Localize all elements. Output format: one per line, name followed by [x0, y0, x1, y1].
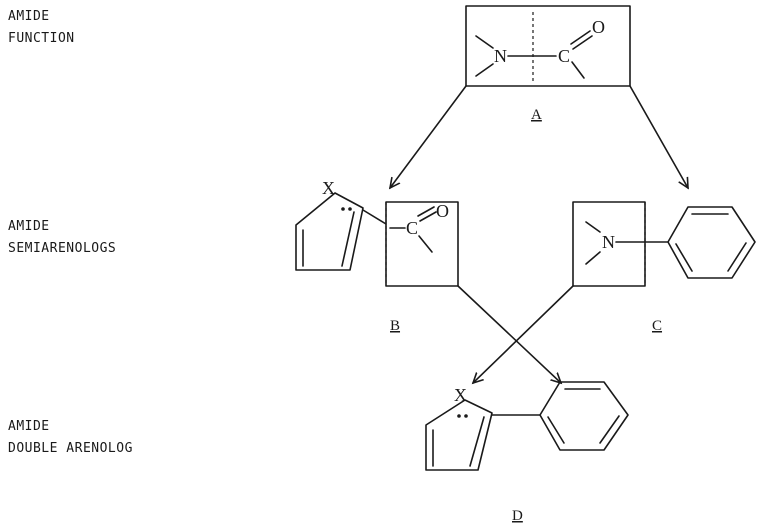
- arrow-a-to-b: [390, 85, 467, 188]
- bond-line: [585, 221, 601, 233]
- structure-a: N C O A: [465, 5, 631, 123]
- lone-pair-dot: [348, 207, 352, 211]
- bond-line: [362, 209, 387, 225]
- double-bond-line: [419, 211, 437, 222]
- lone-pair-dot: [341, 207, 345, 211]
- double-bond-line: [572, 35, 593, 50]
- structure-b: X C O B: [295, 178, 459, 334]
- bond-line: [585, 251, 601, 265]
- double-bond-line: [341, 211, 355, 267]
- structure-tag-d: D: [512, 508, 523, 524]
- double-bond-line: [599, 415, 620, 444]
- double-bond-line: [727, 242, 747, 272]
- atom-c: C: [406, 218, 418, 238]
- benzene-ring: [667, 206, 756, 279]
- row-label-line1: AMIDE: [8, 9, 50, 24]
- row-label-double-arenolog: AMIDE DOUBLE ARENOLOG: [8, 416, 133, 460]
- row-label-line2: FUNCTION: [8, 31, 75, 46]
- row-label-line2: SEMIARENOLOGS: [8, 241, 117, 256]
- amide-box: [465, 5, 631, 87]
- row-label-line2: DOUBLE ARENOLOG: [8, 441, 133, 456]
- five-membered-ring: [425, 399, 493, 471]
- heteroatom-x: X: [454, 385, 467, 405]
- double-bond-line: [675, 243, 693, 272]
- double-bond-line: [570, 30, 591, 45]
- structure-c: N C: [572, 201, 756, 334]
- atom-o: O: [592, 17, 605, 37]
- bond-line: [418, 235, 433, 253]
- arrow-b-to-d: [457, 285, 561, 383]
- bond-line: [475, 63, 494, 77]
- benzene-ring: [539, 381, 629, 451]
- structure-tag-b: B: [390, 318, 400, 334]
- atom-c: C: [558, 46, 570, 66]
- structure-d: X D: [425, 381, 629, 524]
- row-label-line1: AMIDE: [8, 219, 50, 234]
- double-bond-line: [547, 416, 565, 444]
- atom-n: N: [602, 232, 615, 252]
- arrow-a-to-c: [629, 85, 688, 188]
- row-label-semiarenologs: AMIDE SEMIARENOLOGS: [8, 216, 116, 260]
- five-membered-ring: [295, 192, 364, 271]
- bond-line: [571, 61, 585, 79]
- double-bond-line: [417, 206, 435, 217]
- atom-o: O: [436, 201, 449, 221]
- structure-tag-a: A: [531, 107, 542, 123]
- arrow-c-to-d: [473, 285, 574, 383]
- double-bond-line: [469, 416, 485, 467]
- structure-tag-c: C: [652, 318, 662, 334]
- row-label-line1: AMIDE: [8, 419, 50, 434]
- heteroatom-x: X: [322, 178, 335, 198]
- atom-n: N: [494, 46, 507, 66]
- row-label-function: AMIDE FUNCTION: [8, 6, 75, 50]
- lone-pair-dot: [457, 414, 461, 418]
- bond-line: [475, 35, 494, 49]
- lone-pair-dot: [464, 414, 468, 418]
